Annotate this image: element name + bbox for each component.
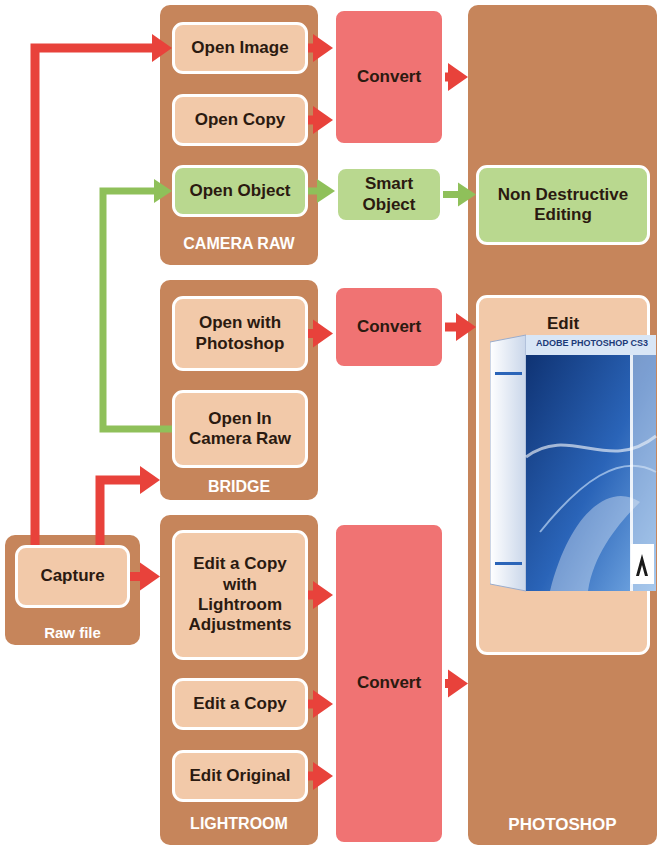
arrow-head (448, 670, 468, 698)
group-title: BRIDGE (208, 478, 270, 496)
process-box: Open In Camera Raw (172, 390, 308, 468)
group-panel: Raw file Capture (5, 535, 140, 645)
arrow-shaft (308, 116, 314, 125)
process-box: Capture (15, 545, 130, 608)
product-box-illustration: ADOBE PHOTOSHOP CS3 (490, 332, 658, 594)
arrow-head (448, 63, 468, 91)
arrow-head (313, 106, 333, 134)
box-label: Open Image (191, 38, 288, 58)
arrow-head (313, 34, 333, 62)
group-panel: PHOTOSHOP Non Destructive EditingEdit (468, 5, 657, 845)
group-panel: CAMERA RAW Open ImageOpen CopyOpen Object (160, 5, 318, 265)
arrow-head (140, 563, 160, 591)
group-panel: BRIDGE Open with PhotoshopOpen In Camera … (160, 280, 318, 500)
product-name: ADOBE PHOTOSHOP CS3 (530, 339, 654, 349)
convert-box: Convert (333, 8, 445, 146)
red-flow-arrow (100, 466, 160, 545)
arrow-shaft (308, 772, 314, 781)
arrow-head (313, 581, 333, 609)
edit-area: Edit (476, 295, 650, 655)
group-title: PHOTOSHOP (508, 815, 616, 835)
box-label: Edit (547, 314, 579, 334)
arrow-shaft (308, 329, 314, 338)
box-label: Convert (357, 67, 421, 87)
process-box: Open with Photoshop (172, 296, 308, 371)
smart-object-box: Smart Object (335, 166, 443, 223)
process-box: Edit a Copy (172, 678, 308, 730)
arrow-head (313, 762, 333, 790)
box-label: Non Destructive Editing (486, 185, 640, 226)
group-title: LIGHTROOM (190, 815, 288, 833)
red-flow-arrow (445, 63, 468, 91)
group-panel: LIGHTROOM Edit a Copy with Lightroom Adju… (160, 515, 318, 845)
box-label: Edit a Copy (193, 694, 287, 714)
arrow-shaft (445, 323, 457, 332)
arrow-shaft (308, 44, 314, 53)
convert-box: Convert (333, 285, 445, 369)
box-label: Open In Camera Raw (182, 409, 298, 450)
box-label: Edit Original (189, 766, 290, 786)
group-title: Raw file (44, 624, 101, 641)
box-label: Convert (357, 317, 421, 337)
box-label: Open Copy (195, 110, 286, 130)
arrow-shaft (443, 191, 459, 198)
arrow-shaft (445, 679, 449, 688)
process-box: Open Image (172, 22, 308, 74)
arrow-shaft (308, 188, 318, 195)
box-label: Smart Object (345, 174, 433, 215)
product-box-drawing (490, 332, 658, 594)
arrow-shaft (308, 591, 314, 600)
smart-object-box: Open Object (172, 165, 308, 217)
arrow-head (313, 690, 333, 718)
box-label: Capture (40, 566, 104, 586)
process-box: Open Copy (172, 94, 308, 146)
box-label: Convert (357, 673, 421, 693)
arrow-shaft (445, 73, 449, 82)
arrow-head (313, 320, 333, 348)
box-label: Edit a Copy with Lightroom Adjustments (182, 554, 298, 636)
arrow-head (317, 179, 335, 203)
arrow-shaft (308, 700, 314, 709)
process-box: Edit Original (172, 750, 308, 802)
box-label: Open with Photoshop (182, 313, 298, 354)
red-flow-arrow (445, 670, 468, 698)
convert-box: Convert (333, 522, 445, 845)
group-title: CAMERA RAW (183, 235, 294, 253)
process-box: Edit a Copy with Lightroom Adjustments (172, 530, 308, 660)
smart-object-box: Non Destructive Editing (476, 165, 650, 245)
arrow-shaft (130, 572, 141, 581)
red-flow-arrow (35, 34, 172, 545)
arrow-head (140, 466, 160, 494)
box-label: Open Object (189, 181, 290, 201)
arrow-shaft (35, 48, 153, 545)
